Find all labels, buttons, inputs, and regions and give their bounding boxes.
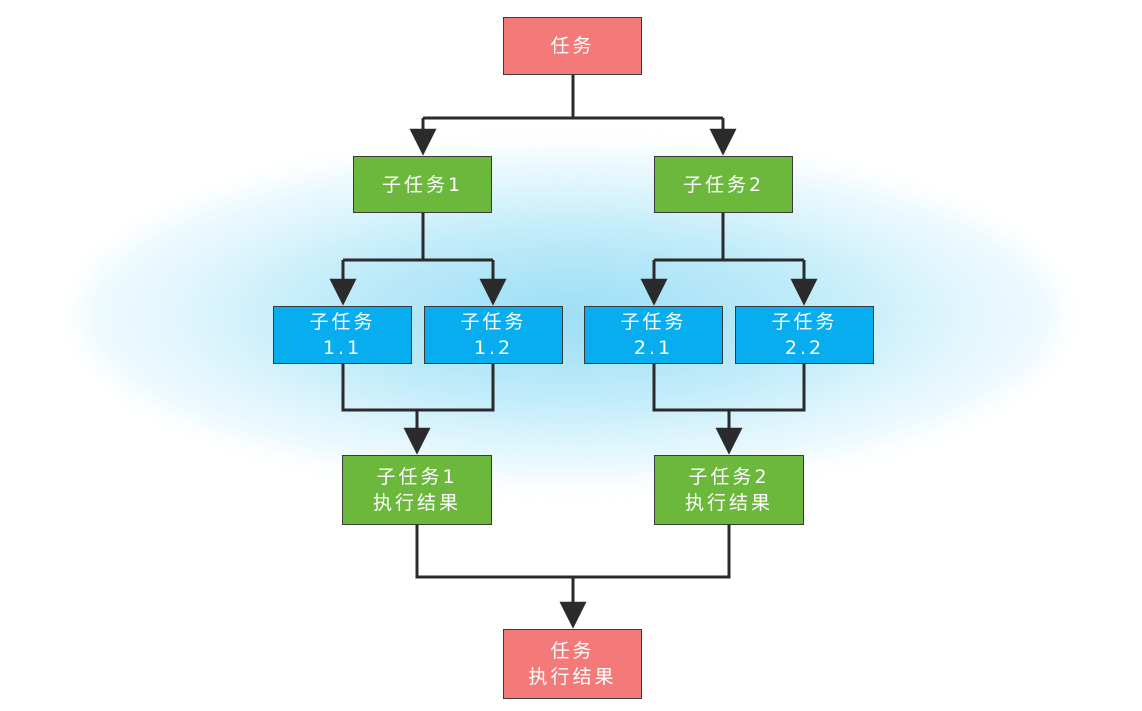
- node-subtask-1: 子任务1: [353, 156, 492, 213]
- connector-subtask1-split: [343, 213, 493, 262]
- connector-subtask2-split: [654, 213, 804, 262]
- node-subtask-2-2: 子任务 2.2: [735, 306, 874, 364]
- node-subtask-1-1-number: 1.1: [322, 337, 363, 359]
- node-task-label: 任务: [550, 35, 595, 57]
- node-final-result-subtitle: 执行结果: [528, 666, 617, 688]
- node-subtask-2: 子任务2: [654, 156, 793, 213]
- node-final-result: 任务 执行结果: [503, 629, 642, 699]
- node-subtask-2-label: 子任务2: [682, 173, 765, 196]
- node-result-2-subtitle: 执行结果: [684, 492, 773, 514]
- background-glow: [80, 150, 1060, 480]
- connector-task-split: [423, 75, 723, 120]
- node-final-result-title: 任务: [550, 640, 595, 662]
- connector-merge-final: [415, 525, 731, 579]
- node-task: 任务: [503, 17, 642, 75]
- node-subtask-1-2-label: 子任务: [460, 311, 527, 333]
- node-result-1-subtitle: 执行结果: [372, 492, 461, 514]
- node-subtask-1-2-number: 1.2: [473, 337, 514, 359]
- node-subtask-2-1: 子任务 2.1: [584, 306, 723, 364]
- node-result-1: 子任务1 执行结果: [342, 455, 492, 525]
- node-subtask-1-label: 子任务1: [381, 173, 464, 196]
- node-subtask-1-1-label: 子任务: [309, 311, 376, 333]
- node-subtask-2-2-number: 2.2: [784, 337, 825, 359]
- node-subtask-2-1-number: 2.1: [633, 337, 674, 359]
- connector-merge-2: [652, 364, 806, 412]
- node-subtask-2-2-label: 子任务: [771, 311, 838, 333]
- node-subtask-2-1-label: 子任务: [620, 311, 687, 333]
- node-subtask-1-1: 子任务 1.1: [273, 306, 412, 364]
- connector-merge-1: [341, 364, 495, 412]
- node-result-1-title: 子任务1: [376, 466, 458, 488]
- node-result-2: 子任务2 执行结果: [654, 455, 804, 525]
- node-subtask-1-2: 子任务 1.2: [424, 306, 563, 364]
- node-result-2-title: 子任务2: [688, 466, 770, 488]
